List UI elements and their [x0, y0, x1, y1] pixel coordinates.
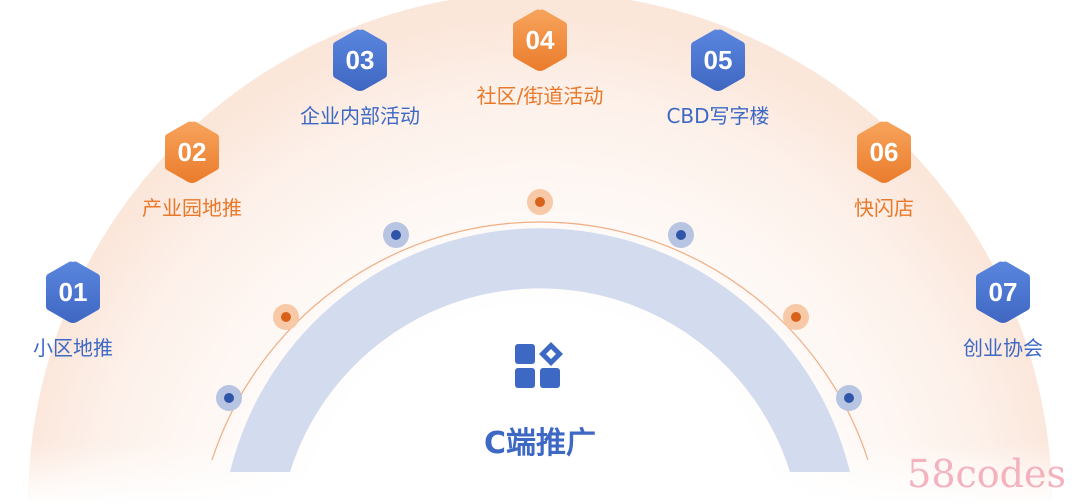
hexagon-icon: [976, 261, 1030, 323]
step-label: 产业园地推: [142, 196, 242, 220]
step-number: 03: [345, 45, 375, 75]
thick-band-arc: [230, 228, 850, 472]
orbit-dot: [273, 304, 299, 330]
step-number: 01: [58, 277, 88, 307]
hexagon-icon: [333, 29, 387, 91]
step-label: 企业内部活动: [300, 104, 420, 128]
step-label: 小区地推: [33, 336, 113, 360]
step-label: CBD写字楼: [666, 104, 770, 128]
step-label: 社区/街道活动: [476, 84, 604, 108]
step-number: 04: [525, 25, 555, 55]
watermark: 58codes: [907, 452, 1066, 496]
hexagon-icon: [857, 121, 911, 183]
step-hexagon-06: 06: [855, 120, 913, 184]
step-number: 02: [177, 137, 207, 167]
orbit-dot: [383, 222, 409, 248]
orbit-dot: [668, 222, 694, 248]
hexagon-icon: [691, 29, 745, 91]
orbit-dot: [783, 304, 809, 330]
step-hexagon-02: 02: [163, 120, 221, 184]
orbit-dot: [836, 385, 862, 411]
step-label: 快闪店: [854, 196, 914, 220]
step-hexagon-01: 01: [44, 260, 102, 324]
step-hexagon-04: 04: [511, 8, 569, 72]
step-hexagon-07: 07: [974, 260, 1032, 324]
step-hexagon-03: 03: [331, 28, 389, 92]
hexagon-icon: [46, 261, 100, 323]
step-number: 06: [869, 137, 899, 167]
step-number: 07: [988, 277, 1018, 307]
thin-orbit-line: [211, 221, 869, 461]
step-label: 创业协会: [963, 336, 1043, 360]
hexagon-icon: [165, 121, 219, 183]
step-hexagon-05: 05: [689, 28, 747, 92]
step-number: 05: [703, 45, 733, 75]
center-title: C端推广: [483, 426, 597, 461]
hexagon-icon: [513, 9, 567, 71]
orbit-dot: [216, 385, 242, 411]
orbit-dot: [527, 189, 553, 215]
